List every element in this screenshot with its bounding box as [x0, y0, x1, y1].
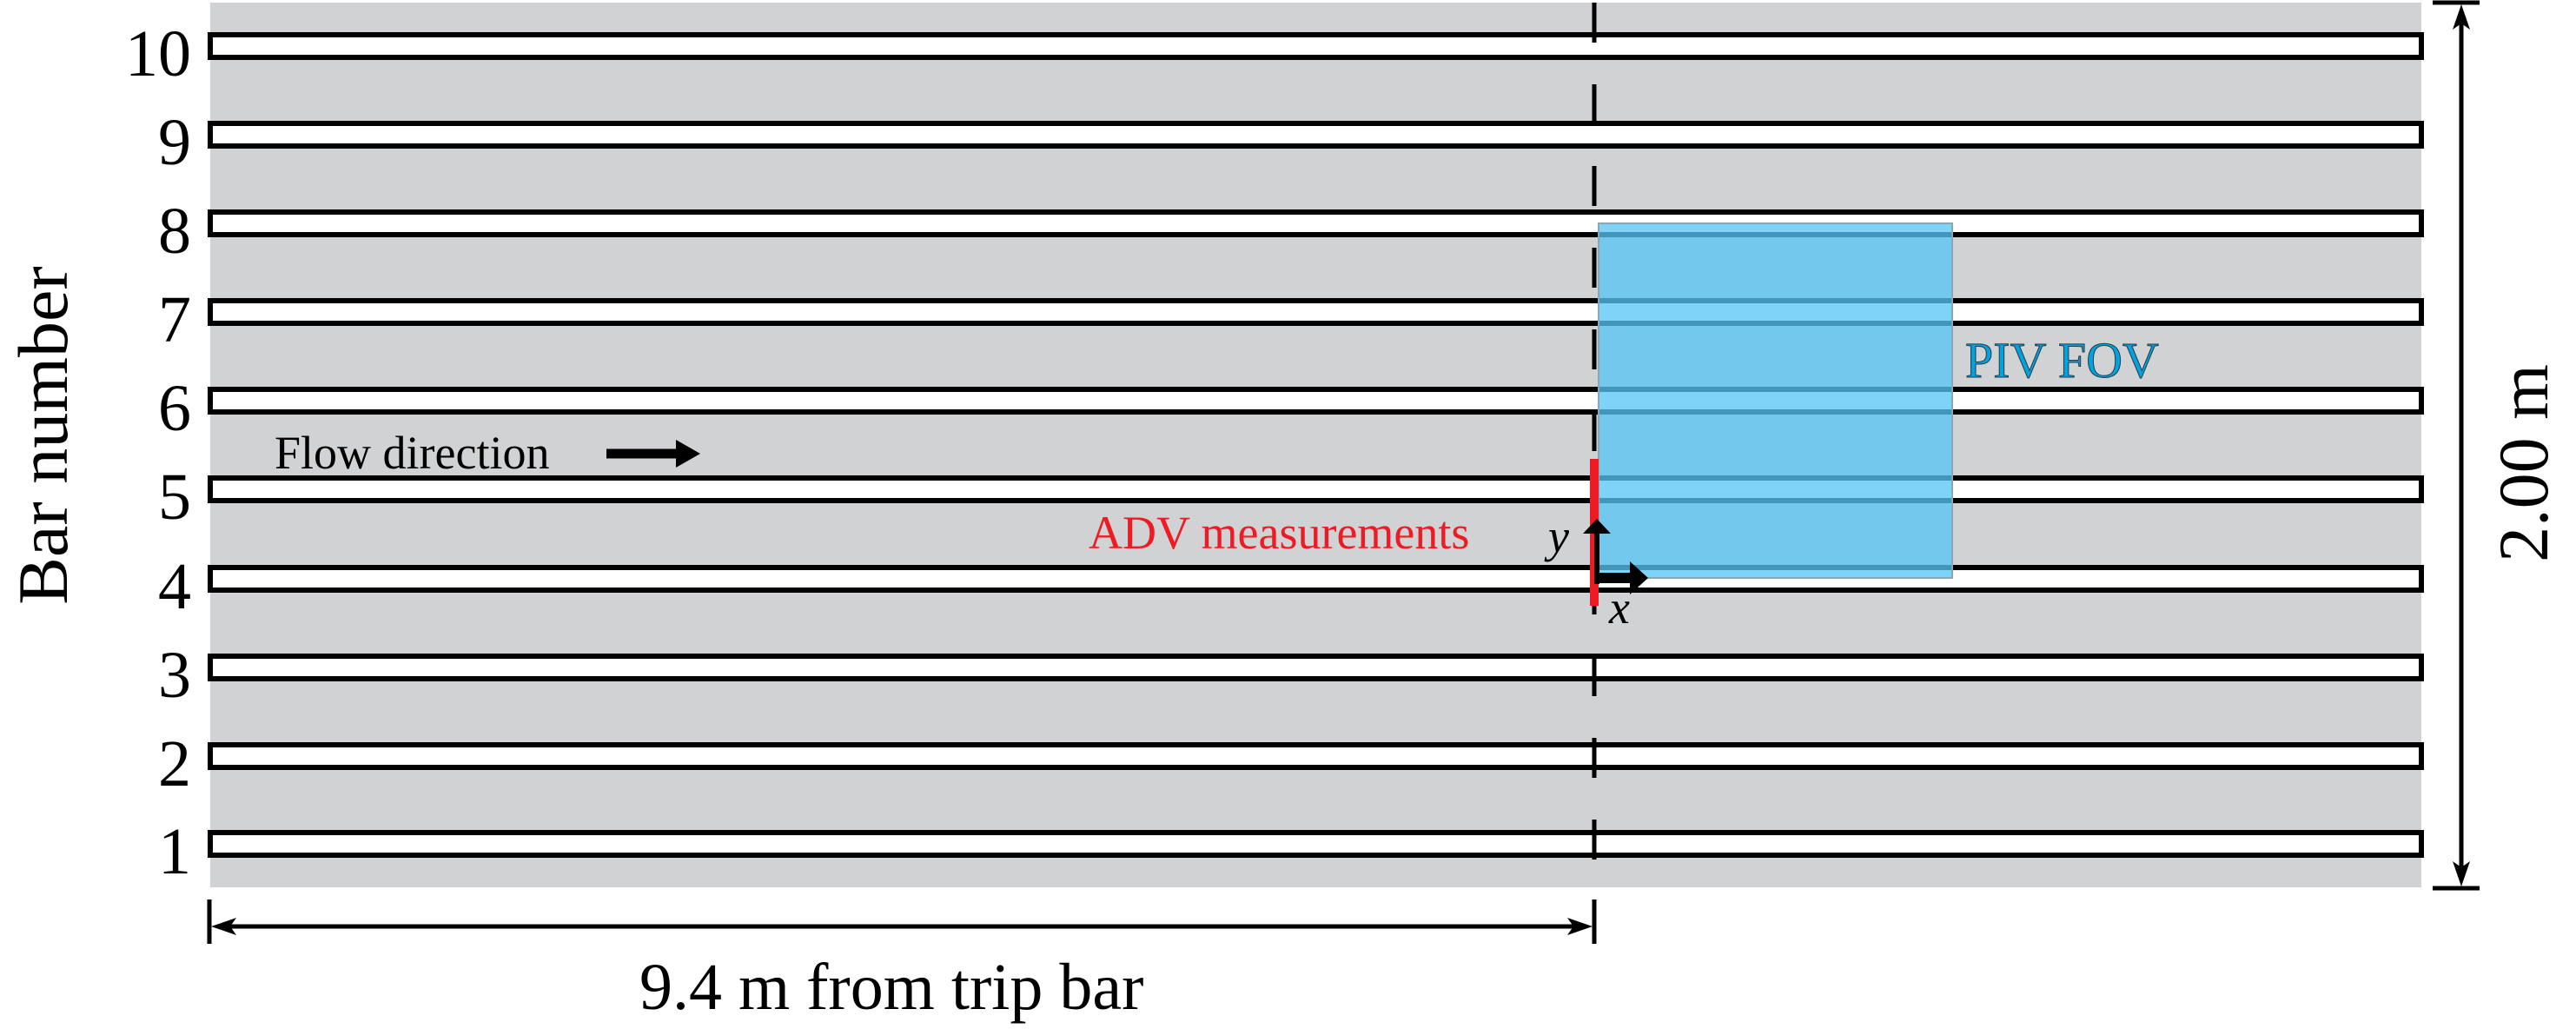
bar-7: [208, 298, 2424, 326]
x-axis-letter: x: [1609, 581, 1630, 634]
width-dimension-line: [2433, 0, 2480, 891]
adv-measurements-label: ADV measurements: [1089, 507, 1470, 559]
y-axis-title: Bar number: [3, 266, 83, 605]
distance-dimension-line: [207, 900, 1597, 944]
y-axis-arrowhead-icon: [1583, 519, 1611, 534]
distance-dimension-label: 9.4 m from trip bar: [639, 951, 1144, 1024]
bar-4: [208, 565, 2424, 593]
channel-background: [210, 3, 2421, 887]
bar-3: [208, 654, 2424, 681]
bar-label-3: 3: [158, 639, 191, 712]
bar-label-10: 10: [125, 17, 191, 90]
bar-5: [208, 475, 2424, 503]
bar-label-7: 7: [158, 283, 191, 356]
bar-label-9: 9: [158, 106, 191, 179]
bar-6: [208, 387, 2424, 415]
bar-8: [208, 209, 2424, 237]
bar-label-1: 1: [158, 815, 191, 888]
coordinate-axes: [1583, 519, 1648, 594]
down-arrowhead-icon: [2453, 861, 2470, 886]
flow-direction-arrow-icon: [606, 440, 700, 468]
roughness-bars: [208, 32, 2424, 858]
y-axis-letter: y: [1548, 510, 1569, 562]
flow-direction-label: Flow direction: [275, 427, 550, 479]
left-arrowhead-icon: [211, 918, 236, 935]
bar-2: [208, 742, 2424, 770]
piv-fov-label: PIV FOV: [1965, 332, 2160, 388]
bar-10: [208, 32, 2424, 60]
bar-label-4: 4: [158, 550, 191, 623]
bar-label-8: 8: [158, 195, 191, 268]
bar-label-6: 6: [158, 372, 191, 445]
bar-label-2: 2: [158, 727, 191, 800]
width-dimension-label: 2.00 m: [2484, 364, 2563, 562]
bar-1: [208, 830, 2424, 858]
bar-label-5: 5: [158, 461, 191, 534]
up-arrowhead-icon: [2453, 4, 2470, 30]
x-axis-arrowhead-icon: [1630, 561, 1648, 594]
piv-fov-box: [1598, 222, 1953, 579]
right-arrowhead-icon: [1567, 918, 1593, 935]
bar-9: [208, 121, 2424, 149]
